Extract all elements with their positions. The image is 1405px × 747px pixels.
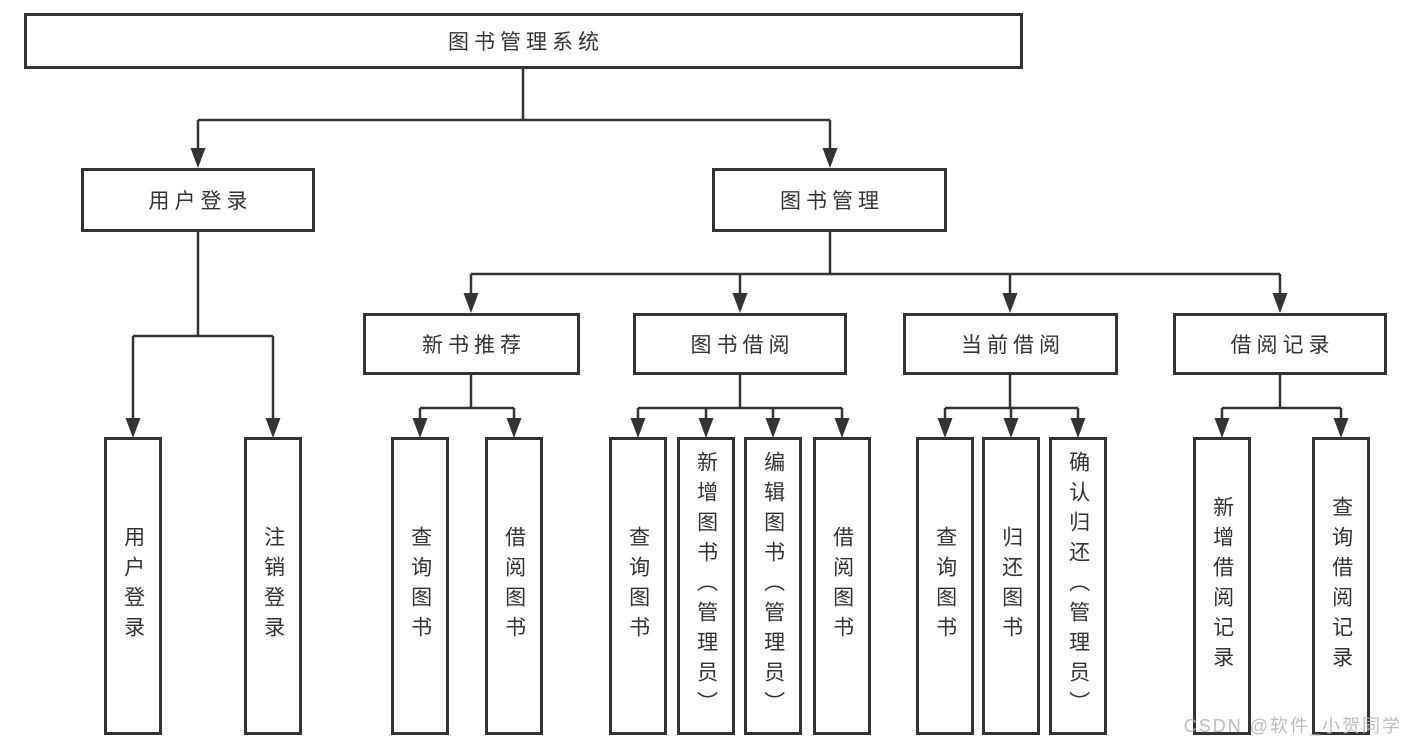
arrowhead (1272, 293, 1288, 313)
leaf-add-books-admin-label: 新增图书（管理员） (694, 451, 718, 721)
leaf-add-borrow-record: 新增借阅记录 (1193, 437, 1251, 735)
leaf-logout-label: 注销登录 (261, 526, 285, 646)
arrowhead (1333, 418, 1349, 438)
arrowhead (190, 148, 206, 168)
arrowhead (732, 293, 748, 313)
node-current-borrow: 当前借阅 (903, 313, 1118, 375)
node-root-label: 图书管理系统 (448, 31, 604, 54)
node-borrow-records: 借阅记录 (1173, 313, 1387, 375)
leaf-user-login: 用户登录 (104, 437, 162, 735)
node-book-management-label: 图书管理 (780, 190, 884, 213)
arrowhead (630, 418, 646, 438)
arrowhead (506, 418, 522, 438)
leaf-current-query-books: 查询图书 (916, 437, 974, 735)
node-new-book-recommend: 新书推荐 (363, 313, 580, 375)
node-user-login-label: 用户登录 (148, 190, 253, 213)
leaf-recommend-query-books: 查询图书 (391, 437, 449, 735)
leaf-add-books-admin: 新增图书（管理员） (677, 437, 735, 735)
leaf-query-borrow-record: 查询借阅记录 (1312, 437, 1370, 735)
leaf-confirm-return-admin-label: 确认归还（管理员） (1066, 451, 1090, 721)
arrowhead (1214, 418, 1230, 438)
leaf-recommend-query-books-label: 查询图书 (408, 526, 432, 646)
leaf-return-books-label: 归还图书 (999, 526, 1023, 646)
leaf-logout: 注销登录 (244, 437, 302, 735)
csdn-watermark: CSDN @软件_小贺同学 (1183, 716, 1402, 736)
arrowhead (265, 418, 281, 438)
arrowhead (765, 418, 781, 438)
arrowhead (463, 293, 479, 313)
arrowhead (1070, 418, 1086, 438)
node-borrow-records-label: 借阅记录 (1230, 334, 1335, 357)
leaf-edit-books-admin: 编辑图书（管理员） (744, 437, 802, 735)
node-book-borrow: 图书借阅 (633, 313, 847, 375)
node-book-borrow-label: 图书借阅 (690, 334, 795, 357)
arrowhead (937, 418, 953, 438)
node-root: 图书管理系统 (24, 13, 1023, 69)
leaf-recommend-borrow-books: 借阅图书 (485, 437, 543, 735)
leaf-borrow-books-label: 借阅图书 (830, 526, 854, 646)
arrowhead (125, 418, 141, 438)
leaf-user-login-label: 用户登录 (121, 526, 145, 646)
leaf-add-borrow-record-label: 新增借阅记录 (1210, 496, 1234, 676)
leaf-recommend-borrow-books-label: 借阅图书 (502, 526, 526, 646)
leaf-query-borrow-record-label: 查询借阅记录 (1329, 496, 1353, 676)
connector-path (131, 69, 1343, 422)
leaf-current-query-books-label: 查询图书 (933, 526, 957, 646)
node-current-borrow-label: 当前借阅 (961, 334, 1065, 357)
arrowhead (1003, 418, 1019, 438)
arrowhead (1002, 293, 1018, 313)
node-user-login: 用户登录 (81, 168, 315, 232)
node-new-book-recommend-label: 新书推荐 (422, 334, 526, 357)
leaf-borrow-query-books: 查询图书 (609, 437, 667, 735)
arrowhead (822, 148, 838, 168)
leaf-borrow-books: 借阅图书 (813, 437, 871, 735)
arrowhead (698, 418, 714, 438)
leaf-borrow-query-books-label: 查询图书 (626, 526, 650, 646)
node-book-management: 图书管理 (712, 168, 947, 232)
arrowhead (834, 418, 850, 438)
leaf-edit-books-admin-label: 编辑图书（管理员） (761, 451, 785, 721)
leaf-confirm-return-admin: 确认归还（管理员） (1049, 437, 1107, 735)
arrowhead (412, 418, 428, 438)
leaf-return-books: 归还图书 (982, 437, 1040, 735)
